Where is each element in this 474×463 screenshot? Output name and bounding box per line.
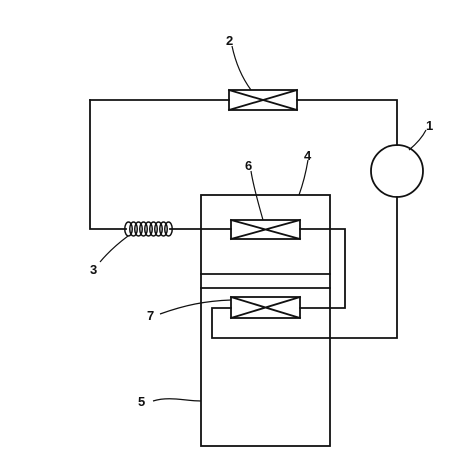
coil-loop	[159, 221, 168, 237]
cabinet-outline	[200, 194, 331, 447]
leader-line-5	[152, 398, 202, 402]
coil-loop	[134, 221, 143, 237]
leader-line-3	[99, 235, 129, 263]
loop-line-top	[89, 99, 398, 146]
coil-loop	[154, 221, 163, 237]
label-fresh-evaporator: 7	[147, 308, 154, 323]
label-condenser: 2	[226, 33, 233, 48]
condenser-box	[227, 88, 299, 112]
coil-loop	[124, 221, 133, 237]
compressor-circle	[370, 144, 424, 198]
loop-line-evap7-return	[211, 196, 398, 339]
coil-loop	[144, 221, 153, 237]
label-cabinet: 4	[304, 148, 312, 163]
capillary-coil	[124, 221, 173, 237]
leader-line-2	[231, 45, 252, 91]
leader-line-4	[298, 159, 309, 196]
coil-loop	[149, 221, 158, 237]
coil-loop	[164, 221, 173, 237]
leader-line-1	[408, 129, 427, 151]
coil-loop	[129, 221, 138, 237]
loop-line-evap6-to-evap7	[299, 228, 346, 309]
label-capillary: 3	[90, 262, 97, 277]
leader-line-7	[159, 299, 232, 315]
loop-line-left	[89, 99, 127, 230]
freezer-evaporator-box	[229, 218, 302, 241]
label-compressor: 1	[426, 118, 433, 133]
leader-line-6	[250, 170, 264, 221]
fresh-evaporator-box	[229, 295, 302, 320]
label-freezer-evaporator: 6	[245, 158, 252, 173]
coil-loop	[139, 221, 148, 237]
label-fresh-compartment: 5	[138, 394, 145, 409]
compartment-partition	[200, 273, 331, 289]
